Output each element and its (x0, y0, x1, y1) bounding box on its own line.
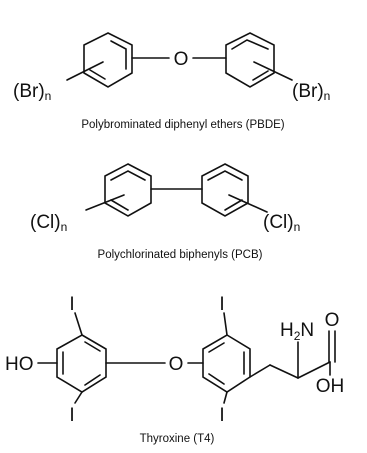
pbde-structure: O (Br)n (Br)n Polybrominated diphenyl et… (13, 32, 330, 131)
pcb-right-benzene-ring (201, 163, 249, 217)
pbde-right-benzene-ring (225, 32, 275, 88)
t4-hydroxyl-group: HO (5, 354, 34, 375)
t4-iodine-upper-right: I (219, 294, 224, 315)
pbde-left-substituent-bond (66, 61, 104, 81)
t4-iodine-bond-upper-right (223, 312, 228, 336)
t4-caption: Thyroxine (T4) (140, 433, 215, 445)
t4-ether-oxygen: O (169, 354, 184, 375)
pcb-right-substituent: (Cl)n (263, 212, 300, 234)
pbde-left-substituent: (Br)n (13, 81, 51, 103)
t4-amine-group: H2N (280, 320, 314, 343)
t4-carbonyl-oxygen: O (325, 310, 340, 331)
t4-carboxyl-bond (297, 361, 331, 379)
t4-iodine-upper-left: I (69, 294, 74, 315)
pcb-right-substituent-bond (228, 194, 268, 213)
t4-iodine-bond-lower-right (223, 391, 228, 404)
t4-side-chain-bond-1 (249, 364, 271, 378)
t4-side-chain-bond-2 (269, 364, 299, 379)
t4-inner-benzene-ring (56, 334, 107, 393)
t4-iodine-lower-right: I (219, 405, 224, 426)
t4-outer-benzene-ring (202, 334, 251, 393)
pbde-left-benzene-ring (83, 32, 133, 88)
t4-iodine-bond-lower-left (74, 391, 83, 404)
pbde-right-substituent: (Br)n (292, 81, 330, 103)
pcb-caption: Polychlorinated biphenyls (PCB) (98, 249, 263, 261)
pcb-left-substituent: (Cl)n (30, 212, 67, 234)
t4-acid-hydroxyl: OH (316, 376, 345, 397)
t4-iodine-lower-left: I (69, 405, 74, 426)
pbde-right-substituent-bond (253, 61, 293, 81)
pbde-ether-oxygen: O (174, 49, 189, 70)
pcb-left-substituent-bond (85, 194, 125, 211)
thyroxine-structure: HO I I O I I H2N O OH (5, 294, 344, 445)
pbde-caption: Polybrominated diphenyl ethers (PBDE) (81, 119, 284, 131)
t4-iodine-bond-upper-left (74, 312, 83, 336)
pcb-structure: (Cl)n (Cl)n Polychlorinated biphenyls (P… (30, 163, 300, 261)
pcb-left-benzene-ring (104, 163, 152, 217)
